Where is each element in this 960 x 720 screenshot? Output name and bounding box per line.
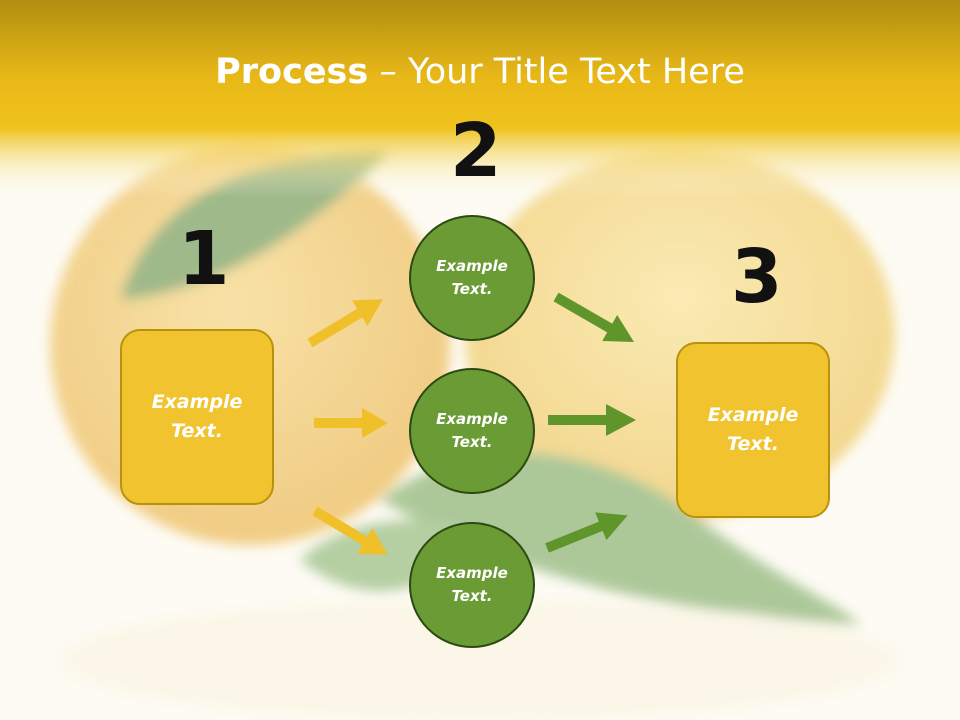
circle-bottom[interactable]: Example Text. (409, 522, 535, 648)
left-box-text: Example Text. (151, 391, 243, 442)
title-bold: Process (215, 52, 369, 92)
circle-top[interactable]: Example Text. (409, 215, 535, 341)
step-number-1: 1 (178, 216, 230, 302)
title-rest: – Your Title Text Here (368, 52, 745, 92)
circle-middle-text: Example Text. (436, 410, 508, 451)
right-box-text: Example Text. (707, 404, 799, 455)
step-number-3: 3 (731, 234, 783, 320)
right-text-box[interactable]: Example Text. (676, 342, 830, 518)
step-number-2: 2 (450, 108, 502, 194)
circle-middle[interactable]: Example Text. (409, 368, 535, 494)
circle-top-text: Example Text. (436, 257, 508, 298)
circle-bottom-text: Example Text. (436, 564, 508, 605)
left-text-box[interactable]: Example Text. (120, 329, 274, 505)
slide-title: Process – Your Title Text Here (0, 52, 960, 92)
